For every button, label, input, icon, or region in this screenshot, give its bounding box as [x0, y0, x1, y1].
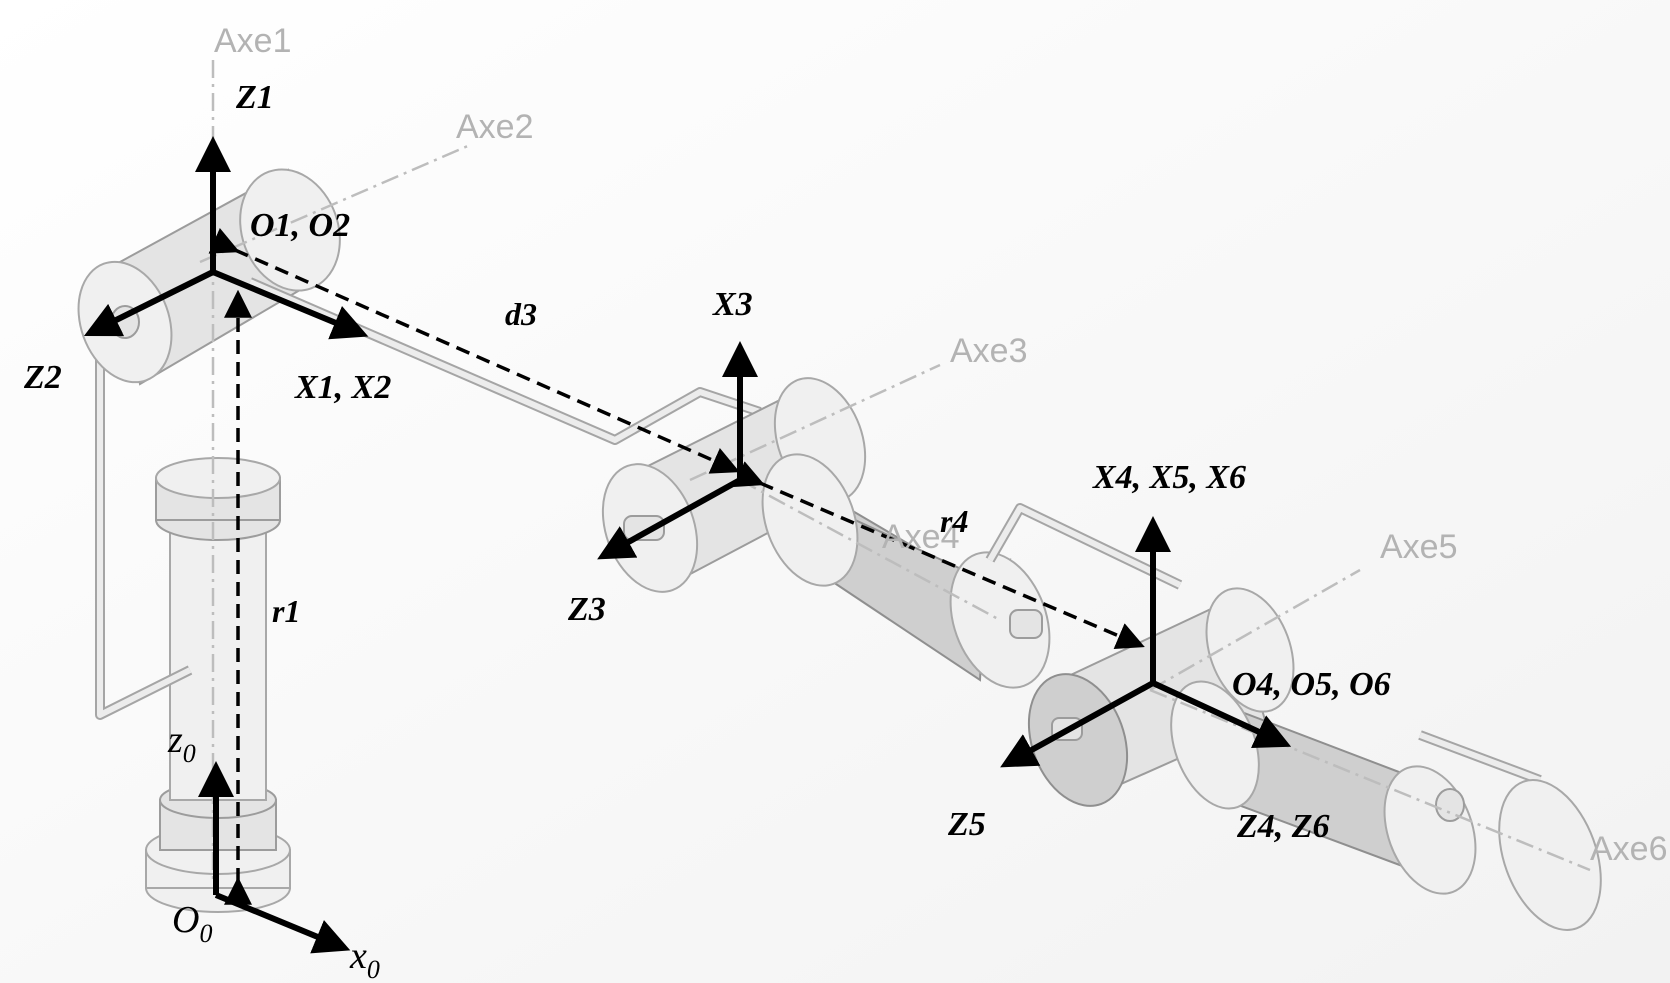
z2-arrow [83, 269, 215, 337]
axe5-label: Axe5 [1380, 528, 1458, 566]
x0-label: x0 [349, 935, 380, 983]
z5-label: Z5 [947, 806, 986, 843]
x0-arrow [214, 892, 351, 954]
r4-dimension-line [733, 461, 1145, 649]
r1-label: r1 [272, 593, 300, 629]
z3-label: Z3 [567, 591, 606, 628]
z3-arrow [597, 477, 742, 560]
z2-label: Z2 [23, 359, 62, 396]
z4-z6-arrow [1151, 680, 1292, 749]
end-effector [1170, 680, 1602, 931]
axe6-label: Axe6 [1590, 830, 1668, 868]
x1-x2-label: X1, X2 [294, 369, 391, 406]
axe1-label: Axe1 [214, 22, 292, 60]
o0-label: O0 [172, 899, 212, 948]
x1-x2-arrow [211, 269, 369, 340]
base-frame-labels: z0 O0 x0 [167, 719, 380, 983]
o1-o2-label: O1, O2 [250, 207, 350, 244]
axe-labels: Axe1 Axe2 Axe3 Axe4 Axe5 Axe6 [214, 22, 1668, 868]
dimension-lines [208, 228, 1145, 905]
dimension-labels: d3 r4 r1 [272, 296, 968, 629]
frame-arrows [83, 136, 1292, 954]
r4-label: r4 [940, 503, 968, 539]
z0-label: z0 [167, 719, 196, 768]
o4-o5-o6-label: O4, O5, O6 [1232, 666, 1391, 703]
axe5-line [1149, 568, 1361, 692]
frame-labels: Z1 O1, O2 Z2 X1, X2 X3 Z3 X4, X5, X6 O4,… [23, 79, 1391, 845]
d3-label: d3 [505, 296, 537, 332]
z5-arrow [1000, 680, 1155, 768]
z1-label: Z1 [235, 79, 274, 116]
d3-dimension-line [208, 228, 740, 474]
axe4-label: Axe4 [882, 518, 960, 556]
axe2-label: Axe2 [456, 108, 534, 146]
axe6-line [1149, 688, 1591, 872]
axe3-label: Axe3 [950, 332, 1028, 370]
x4-x5-x6-label: X4, X5, X6 [1092, 459, 1246, 496]
x3-label: X3 [712, 286, 753, 323]
z4-z6-label: Z4, Z6 [1236, 808, 1330, 845]
